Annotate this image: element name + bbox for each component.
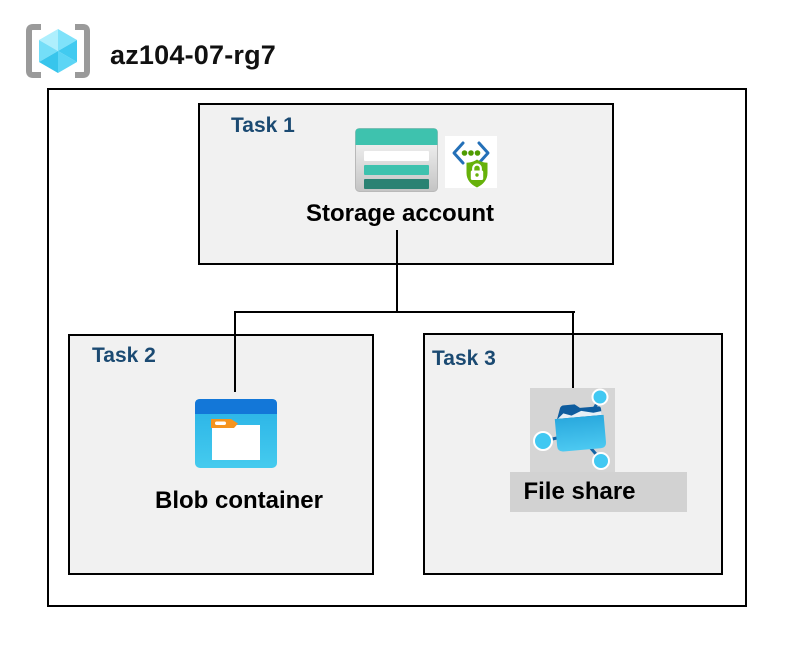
resource-group-title: az104-07-rg7 — [110, 40, 276, 70]
secure-access-shield-icon — [445, 136, 497, 188]
task1-label: Task 1 — [231, 114, 295, 137]
connector-branch-horizontal — [234, 311, 575, 313]
task2-label: Task 2 — [92, 344, 156, 367]
storage-account-icon — [355, 128, 438, 192]
file-share-icon — [533, 388, 613, 472]
connector-task1-stem — [396, 230, 398, 313]
task3-label: Task 3 — [432, 347, 496, 370]
connector-to-task2 — [234, 311, 236, 392]
connector-to-task3 — [572, 311, 574, 390]
file-share-icon-plate — [530, 388, 615, 472]
task3-resource-caption: File share — [523, 478, 636, 505]
task2-box: Task 2 Blob container — [68, 334, 374, 575]
task2-resource-caption: Blob container — [154, 487, 323, 514]
resource-group-icon — [24, 22, 92, 80]
task1-box: Task 1 Storage acc — [198, 103, 614, 265]
file-share-caption-band: File share — [510, 472, 687, 512]
blob-container-icon — [195, 399, 277, 468]
task1-resource-caption: Storage account — [305, 200, 495, 227]
